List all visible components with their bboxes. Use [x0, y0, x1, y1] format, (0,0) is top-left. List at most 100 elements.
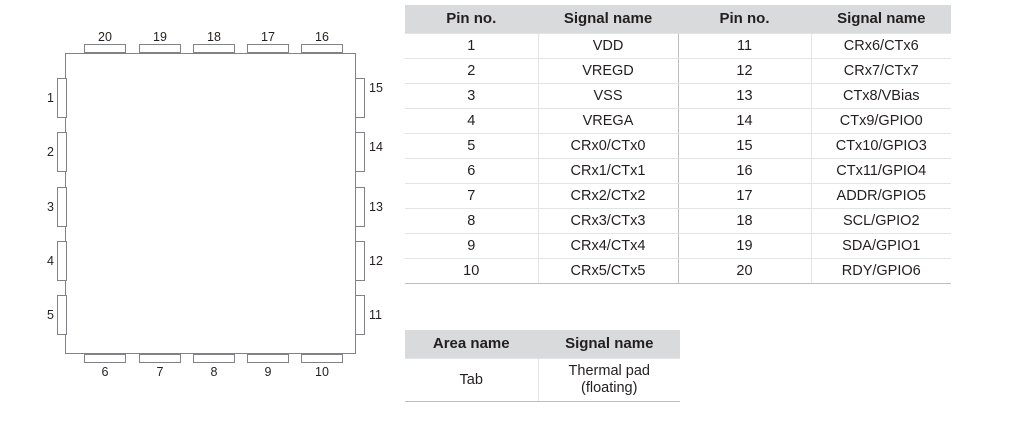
signal-name-line-2: (floating) [581, 380, 638, 397]
column-header-signal-name: Signal name [537, 330, 680, 359]
cell-signal-name-right: CTx9/GPIO0 [810, 108, 951, 134]
column-header-area-name: Area name [405, 330, 538, 359]
pin-pad-right-4 [355, 241, 365, 281]
pin-label-top-5: 16 [315, 30, 329, 44]
pin-pad-left-4 [57, 241, 67, 281]
pin-pad-right-1 [355, 78, 365, 118]
cell-signal-name-left: CRx5/CTx5 [537, 258, 678, 284]
pin-label-bottom-2: 7 [156, 365, 164, 379]
pin-pad-top-2 [139, 44, 181, 53]
cell-signal-name: Thermal pad (floating) [537, 357, 680, 403]
cell-signal-name-left: VREGD [537, 58, 678, 84]
cell-pin-no-right: 20 [677, 258, 811, 284]
cell-pin-no-right: 16 [677, 158, 811, 184]
pin-label-right-3: 13 [369, 200, 383, 214]
cell-pin-no-left: 8 [405, 208, 538, 234]
pin-pad-right-3 [355, 187, 365, 227]
pin-label-bottom-1: 6 [101, 365, 109, 379]
cell-signal-name-right: RDY/GPIO6 [810, 258, 951, 284]
table-header-row: Pin no. Signal name Pin no. Signal name [405, 5, 951, 34]
area-assignment-table: Area name Signal name Tab Thermal pad (f… [405, 330, 680, 403]
pin-pad-top-4 [247, 44, 289, 53]
cell-pin-no-left: 4 [405, 108, 538, 134]
pin-pad-left-3 [57, 187, 67, 227]
pin-pad-left-2 [57, 132, 67, 172]
column-header-pin-no-right: Pin no. [677, 5, 811, 34]
pin-assignment-table: Pin no. Signal name Pin no. Signal name … [405, 5, 951, 284]
cell-signal-name-right: ADDR/GPIO5 [810, 183, 951, 209]
cell-signal-name-left: VSS [537, 83, 678, 109]
cell-pin-no-left: 2 [405, 58, 538, 84]
cell-signal-name-right: CTx10/GPIO3 [810, 133, 951, 159]
cell-signal-name-left: CRx4/CTx4 [537, 233, 678, 259]
pin-label-right-2: 14 [369, 140, 383, 154]
pin-pad-right-2 [355, 132, 365, 172]
cell-pin-no-left: 5 [405, 133, 538, 159]
pin-label-right-4: 12 [369, 254, 383, 268]
table-row: Tab Thermal pad (floating) [405, 357, 680, 403]
column-header-signal-name-right: Signal name [810, 5, 951, 34]
cell-pin-no-right: 13 [677, 83, 811, 109]
cell-pin-no-left: 9 [405, 233, 538, 259]
cell-pin-no-right: 11 [677, 33, 811, 59]
cell-signal-name-right: CRx6/CTx6 [810, 33, 951, 59]
cell-pin-no-left: 7 [405, 183, 538, 209]
cell-pin-no-right: 15 [677, 133, 811, 159]
pin-pad-bottom-5 [301, 354, 343, 363]
pin-label-left-4: 4 [47, 254, 54, 268]
pin-label-top-3: 18 [207, 30, 221, 44]
pin-label-bottom-5: 10 [315, 365, 329, 379]
cell-pin-no-left: 3 [405, 83, 538, 109]
pin-pad-left-1 [57, 78, 67, 118]
pin-pad-top-3 [193, 44, 235, 53]
cell-pin-no-left: 1 [405, 33, 538, 59]
cell-pin-no-right: 17 [677, 183, 811, 209]
pin-label-bottom-3: 8 [210, 365, 218, 379]
cell-pin-no-right: 19 [677, 233, 811, 259]
cell-pin-no-left: 6 [405, 158, 538, 184]
cell-area-name: Tab [405, 357, 538, 403]
pin-label-top-1: 20 [98, 30, 112, 44]
pin-label-right-1: 15 [369, 81, 383, 95]
pin-pad-top-5 [301, 44, 343, 53]
cell-signal-name-left: CRx1/CTx1 [537, 158, 678, 184]
pin-label-right-5: 11 [369, 308, 382, 322]
signal-name-line-1: Thermal pad [568, 363, 650, 379]
pin-label-left-2: 2 [47, 145, 54, 159]
table-header-row: Area name Signal name [405, 330, 680, 359]
cell-signal-name-left: VDD [537, 33, 678, 59]
cell-signal-name-left: VREGA [537, 108, 678, 134]
cell-signal-name-left: CRx3/CTx3 [537, 208, 678, 234]
pin-label-left-3: 3 [47, 200, 54, 214]
cell-signal-name-right: CTx8/VBias [810, 83, 951, 109]
pin-pad-bottom-3 [193, 354, 235, 363]
pin-pad-bottom-4 [247, 354, 289, 363]
cell-pin-no-right: 18 [677, 208, 811, 234]
cell-signal-name-left: CRx2/CTx2 [537, 183, 678, 209]
pin-pad-bottom-1 [84, 354, 126, 363]
cell-pin-no-right: 12 [677, 58, 811, 84]
pin-pad-left-5 [57, 295, 67, 335]
pin-pad-top-1 [84, 44, 126, 53]
cell-signal-name-left: CRx0/CTx0 [537, 133, 678, 159]
cell-pin-no-left: 10 [405, 258, 538, 284]
pin-label-left-5: 5 [47, 308, 54, 322]
pin-label-bottom-4: 9 [264, 365, 272, 379]
column-header-pin-no-left: Pin no. [405, 5, 538, 34]
cell-signal-name-right: SCL/GPIO2 [810, 208, 951, 234]
package-body-outline [65, 53, 356, 354]
pin-label-top-2: 19 [153, 30, 167, 44]
pin-pad-right-5 [355, 295, 365, 335]
pin-label-left-1: 1 [47, 91, 54, 105]
pin-label-top-4: 17 [261, 30, 275, 44]
package-pinout-diagram: 20 19 18 17 16 1 2 3 4 5 15 14 13 12 11 … [0, 0, 400, 428]
